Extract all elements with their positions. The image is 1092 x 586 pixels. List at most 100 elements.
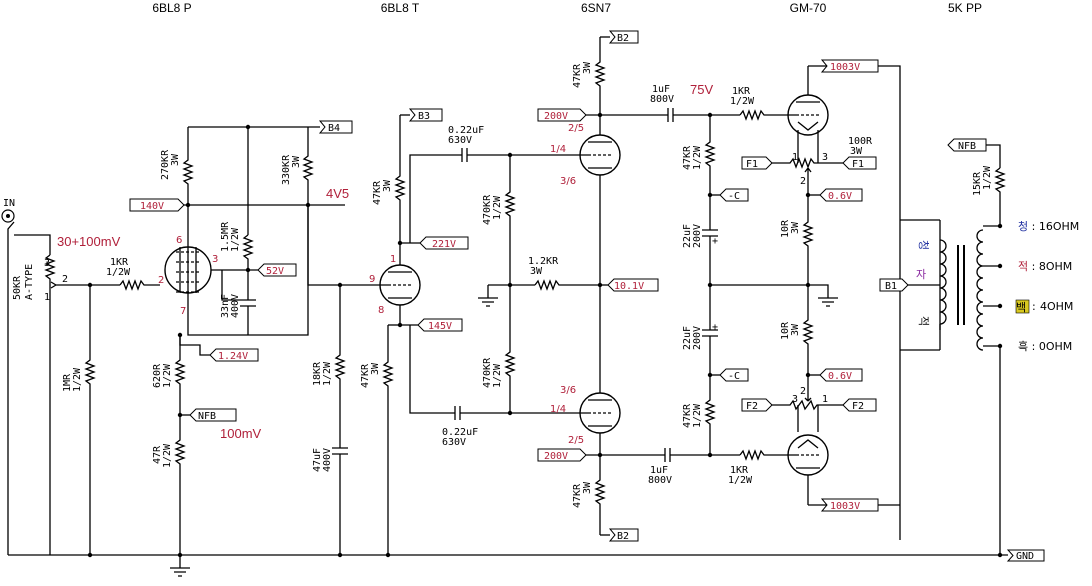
svg-text:10R: 10R [780,219,791,238]
svg-text:1/2W: 1/2W [162,363,173,388]
svg-text:백: 백 [1016,301,1026,314]
c-22uf-top: 22uF 200V + [682,195,718,285]
svg-text:1: 1 [792,152,798,163]
svg-text:F1: F1 [852,159,864,170]
tag-101v: 10.1V [607,278,659,292]
filament-pot-top[interactable]: 1 3 2 [770,152,843,187]
r-15mr: 1.5MR 1/2W [220,221,254,300]
r-470kr-top: 470KR 1/2W [482,155,516,285]
svg-text:+: + [712,236,718,247]
svg-text:145V: 145V [428,321,452,332]
svg-text:1MR: 1MR [62,373,73,392]
svg-text:1/2W: 1/2W [982,165,993,190]
r-15kr: 15KR 1/2W [972,165,1006,226]
svg-text:0.22uF: 0.22uF [442,427,478,438]
svg-text:1/2W: 1/2W [162,443,173,468]
svg-text:3: 3 [44,258,50,269]
svg-text:0.22uF: 0.22uF [448,125,484,136]
svg-text:800V: 800V [648,475,672,486]
header-6sn7: 6SN7 [581,1,611,15]
svg-text:270KR: 270KR [160,149,171,180]
svg-text:3: 3 [792,394,798,405]
tag-140v: 140V [129,198,185,212]
svg-text:200V: 200V [692,326,703,350]
tag-124v: 1.24V [209,348,259,362]
r-47kr-cathode: 47KR 3W [360,325,394,555]
c-022uf-bot: 0.22uF 630V [442,406,580,448]
r-1kr-grid: 1KR 1/2W [106,257,160,291]
tap-0ohm: 흑 : 0OHM [1018,339,1072,353]
tag-200v-top: 200V [537,108,587,122]
svg-text:3W: 3W [582,481,593,494]
header-5kpp: 5K PP [948,1,982,15]
svg-text:3: 3 [212,254,218,265]
label-4v5: 4V5 [326,186,349,201]
svg-text:-C: -C [728,191,740,202]
svg-text:F2: F2 [852,401,864,412]
svg-text:1/2W: 1/2W [322,361,333,386]
svg-text:6: 6 [176,235,182,246]
svg-text:3/6: 3/6 [560,176,576,187]
b2-top-tag: B2 [600,30,639,44]
svg-text:1/4: 1/4 [550,144,566,155]
r-1kr-gm70-bot: 1KR 1/2W [728,449,788,486]
svg-text:22uF: 22uF [682,326,693,350]
b4-tag: B4 [318,120,353,134]
tag-200v-bot: 200V [537,448,587,462]
input-pot[interactable]: 50KR A-TYPE 3 1 2 [12,254,68,305]
svg-text:47KR: 47KR [372,180,383,205]
svg-text:1.24V: 1.24V [218,351,248,362]
svg-text:0.6V: 0.6V [828,191,852,202]
svg-text:2: 2 [158,275,164,286]
svg-text:F1: F1 [746,159,758,170]
r-47kr-plate: 47KR 3W [372,115,406,243]
r-47kr-grid-bot: 47KR 1/2W [682,375,716,455]
svg-text:1uF: 1uF [652,84,670,95]
tap-16ohm: 청 : 16OHM [1018,220,1079,233]
svg-text:1.2KR: 1.2KR [528,256,559,267]
svg-text:3W: 3W [530,266,543,277]
svg-text:1/2W: 1/2W [730,96,755,107]
svg-text:A-TYPE: A-TYPE [24,264,35,300]
svg-text:200V: 200V [544,451,568,462]
tap-8ohm: 적 : 8OHM [1018,260,1072,273]
svg-text:47KR: 47KR [572,483,583,508]
svg-text:1/2W: 1/2W [692,403,703,428]
input-signal: 30+100mV [57,234,121,249]
svg-text:3W: 3W [790,221,801,234]
r-1mr: 1MR 1/2W [62,285,96,555]
svg-text:F2: F2 [746,401,758,412]
r-47r: 47R 1/2W [152,415,186,555]
tag-1003v-bot: 1003V [808,498,900,512]
tap-4ohm: 백 : 4OHM [1015,299,1073,314]
filament-pot-bot[interactable]: 3 1 2 [770,386,843,411]
svg-text:10.1V: 10.1V [614,281,644,292]
svg-text:1/2W: 1/2W [230,227,241,252]
tag-nfb-right: NFB [947,138,987,152]
pri-tap-2: 자 [916,268,926,281]
svg-text:-C: -C [728,371,740,382]
svg-text:3W: 3W [790,323,801,336]
svg-text:47KR: 47KR [682,145,693,170]
r-270kr: 270KR 3W [160,127,194,230]
svg-text:470KR: 470KR [482,357,493,388]
input-jack[interactable]: IN [1,198,15,223]
svg-text:3W: 3W [291,155,302,168]
r-47kr-grid-top: 47KR 1/2W [682,115,716,195]
svg-text:330KR: 330KR [281,154,292,185]
svg-text:B2: B2 [617,531,629,542]
svg-text:0.6V: 0.6V [828,371,852,382]
r-1kr-gm70-top: 1KR 1/2W [730,86,788,121]
f1-tag-a: F1 [741,156,773,170]
svg-text:3/6: 3/6 [560,385,576,396]
svg-text:2: 2 [62,274,68,285]
svg-text:1/2W: 1/2W [72,367,83,392]
tag-52v: 52V [257,263,297,277]
svg-text:47uF: 47uF [312,448,323,472]
c-1uf-bot: 1uF 800V [648,448,740,486]
svg-text:1/2W: 1/2W [492,363,503,388]
svg-text:1003V: 1003V [830,62,860,73]
r-10r-bot: 10R 3W [780,285,814,375]
svg-text:1/4: 1/4 [550,404,566,415]
tube-6sn7-bot: 3/6 1/4 2/5 [550,285,621,455]
